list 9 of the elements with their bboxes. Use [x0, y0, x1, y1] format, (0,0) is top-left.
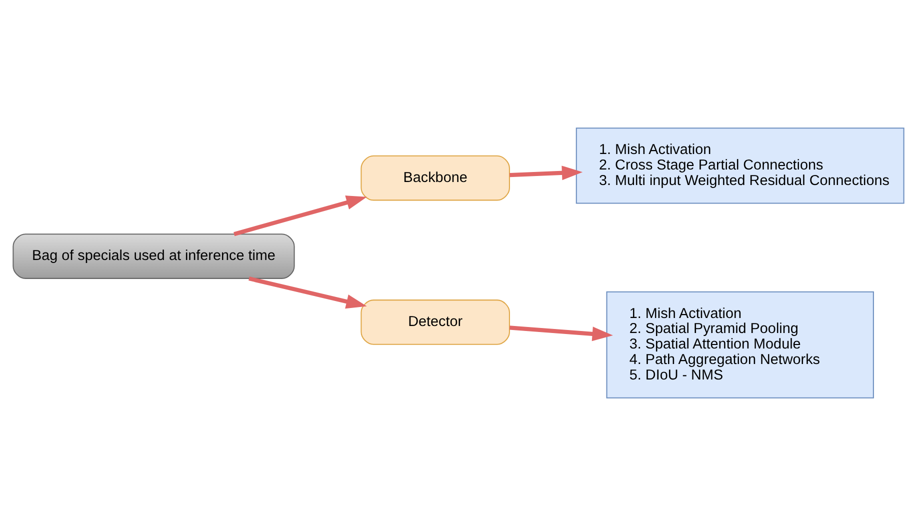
node-box: Backbone — [360, 155, 510, 201]
node-box: 1. Mish Activation 2. Cross Stage Partial Connections 3. Multi input Weighted Residual Connections — [576, 128, 904, 204]
node-box: 1. Mish Activation 2. Spatial Pyramid Pooling 3. Spatial Attention Module 4. Path Aggregation Networks 5. DIoU - NMS — [606, 291, 874, 398]
node-box: Bag of specials used at inference time — [12, 234, 295, 279]
arrow — [234, 196, 367, 236]
arrow — [509, 326, 613, 342]
arrow — [510, 166, 583, 180]
node-box: Detector — [360, 300, 510, 345]
arrow — [248, 276, 367, 309]
